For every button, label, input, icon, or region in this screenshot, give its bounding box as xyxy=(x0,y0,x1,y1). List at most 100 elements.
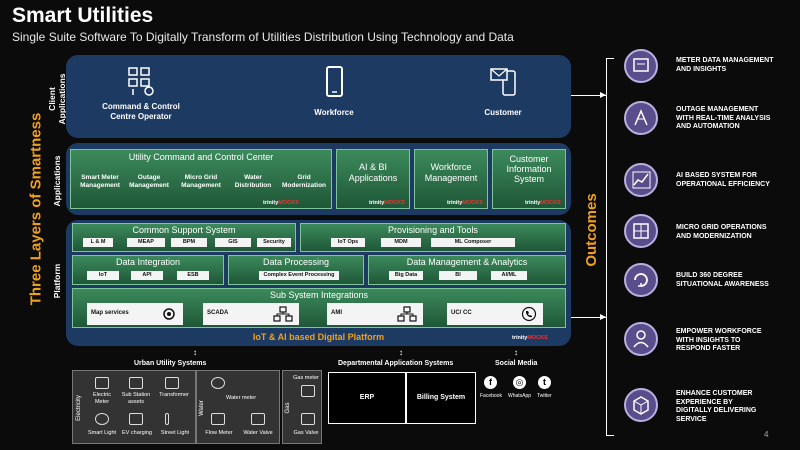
up-down-arrow-icon: ↕ xyxy=(514,348,518,357)
water-meter-icon xyxy=(211,377,225,389)
ucc-item: Water Distribution xyxy=(234,174,272,189)
grid-icon xyxy=(624,214,658,248)
social-title: Social Media xyxy=(495,360,538,367)
departmental-title: Departmental Application Systems xyxy=(338,360,454,367)
arrow-head-icon xyxy=(600,92,606,98)
chip-gis: GIS xyxy=(215,238,251,247)
client-applications-label: Client Applications xyxy=(47,73,67,125)
chip-meap: MEAP xyxy=(127,238,165,247)
water-valve-icon xyxy=(251,413,265,425)
chip-ml-composer: ML Composer xyxy=(431,238,515,247)
outcomes-bracket xyxy=(606,58,614,436)
platform-label: Platform xyxy=(52,263,62,299)
chip-bi: BI xyxy=(439,271,477,280)
electricity-box: Electricity Electric Meter Sub Station a… xyxy=(72,370,196,444)
subsystem-box: Sub System Integrations Map services SCA… xyxy=(72,288,566,328)
client-app-command-control: Command & Control Centre Operator xyxy=(96,65,186,122)
arrow-head-icon xyxy=(600,314,606,320)
up-down-arrow-icon: ↕ xyxy=(399,348,403,357)
client-outcome-connector xyxy=(571,95,606,96)
street-light-icon xyxy=(165,413,169,425)
network-icon xyxy=(273,306,293,322)
ucc-box: Utility Command and Control Center Smart… xyxy=(70,149,332,209)
outage-icon xyxy=(624,101,658,135)
ucc-item: Outage Management xyxy=(129,174,169,189)
outcome-text: BUILD 360 DEGREE SITUATIONAL AWARENESS xyxy=(676,272,769,288)
three-layers-label: Three Layers of Smartness xyxy=(27,112,45,306)
gas-meter-icon xyxy=(301,385,315,397)
twitter-icon: t xyxy=(538,376,551,389)
control-panel-icon xyxy=(128,67,154,96)
subsystem-ami: AMI xyxy=(327,303,423,325)
ucc-item: Smart Meter Management xyxy=(80,174,120,189)
ucc-item: Micro Grid Management xyxy=(181,174,221,189)
ai-chart-icon xyxy=(624,163,658,197)
page-title: Smart Utilities xyxy=(12,4,154,27)
outcome-text: MICRO GRID OPERATIONS AND MODERNIZATION xyxy=(676,224,767,240)
applications-label: Applications xyxy=(52,155,62,207)
whatsapp-icon: ◎ xyxy=(513,376,526,389)
meter-icon xyxy=(95,377,109,389)
applications-panel: Utility Command and Control Center Smart… xyxy=(66,143,571,215)
cis-box: Customer Information System trinityMOCKS xyxy=(492,149,566,209)
outcome-text: OUTAGE MANAGEMENT WITH REAL-TIME ANALYSI… xyxy=(676,106,771,130)
mobile-phone-icon xyxy=(326,66,343,97)
outcome-text: EMPOWER WORKFORCE WITH INSIGHTS TO RESPO… xyxy=(676,328,762,352)
trinity-logo: trinityMOCKS xyxy=(447,200,483,206)
provisioning-box: Provisioning and Tools IoT Ops MDM ML Co… xyxy=(300,223,566,252)
network-icon xyxy=(397,306,417,322)
ucc-title: Utility Command and Control Center xyxy=(128,152,274,162)
facebook-icon: f xyxy=(484,376,497,389)
transformer-icon xyxy=(165,377,179,389)
client-applications-panel: Command & Control Centre Operator Workfo… xyxy=(66,55,571,138)
common-support-box: Common Support System L & M MEAP BPM GIS… xyxy=(72,223,296,252)
data-integration-box: Data Integration IoT API ESB xyxy=(72,255,224,285)
data-processing-box: Data Processing Complex Event Processing xyxy=(228,255,364,285)
outcome-text: METER DATA MANAGEMENT AND INSIGHTS xyxy=(676,57,774,73)
page-number: 4 xyxy=(764,430,769,439)
trinity-logo: trinityMOCKS xyxy=(263,200,299,206)
outcome-text: AI BASED SYSTEM FOR OPERATIONAL EFFICIEN… xyxy=(676,172,770,188)
trinity-logo: trinityMOCKS xyxy=(369,200,405,206)
worker-icon xyxy=(624,322,658,356)
chip-lm: L & M xyxy=(83,238,113,247)
urban-title: Urban Utility Systems xyxy=(134,360,207,367)
gas-box: Gas Gas meter Gas Valve xyxy=(282,370,322,444)
chip-api: API xyxy=(131,271,163,280)
chip-iot-ops: IoT Ops xyxy=(331,238,365,247)
chip-iot: IoT xyxy=(87,271,119,280)
refresh-icon xyxy=(624,263,658,297)
ev-charger-icon xyxy=(129,413,143,425)
client-app-workforce: Workforce xyxy=(294,65,374,118)
flow-meter-icon xyxy=(211,413,225,425)
client-app-customer: Customer xyxy=(458,65,548,118)
outcomes-label: Outcomes xyxy=(583,193,600,267)
substation-icon xyxy=(129,377,143,389)
workforce-management-box: Workforce Management trinityMOCKS xyxy=(414,149,488,209)
subsystem-scada: SCADA xyxy=(203,303,299,325)
platform-panel: Common Support System L & M MEAP BPM GIS… xyxy=(66,220,571,346)
billing-system-box: Billing System xyxy=(406,372,476,424)
chip-bpm: BPM xyxy=(171,238,207,247)
platform-outcome-connector xyxy=(571,317,606,318)
chip-ai-ml: AI/ML xyxy=(491,271,527,280)
page-subtitle: Single Suite Software To Digitally Trans… xyxy=(12,30,514,44)
chip-esb: ESB xyxy=(177,271,209,280)
platform-footer-label: IoT & AI based Digital Platform xyxy=(252,332,385,342)
trinity-logo: trinityMOCKS xyxy=(512,335,548,341)
meter-icon xyxy=(624,49,658,83)
data-management-box: Data Management & Analytics Big Data BI … xyxy=(368,255,566,285)
subsystem-map-services: Map services xyxy=(87,303,183,325)
erp-box: ERP xyxy=(328,372,406,424)
chip-big-data: Big Data xyxy=(389,271,423,280)
ai-bi-box: AI & BI Applications trinityMOCKS xyxy=(336,149,410,209)
up-down-arrow-icon: ↕ xyxy=(193,348,197,357)
chip-security: Security xyxy=(257,238,291,247)
chip-mdm: MDM xyxy=(381,238,421,247)
outcome-text: ENHANCE CUSTOMER EXPERIENCE BY DIGITALLY… xyxy=(676,390,757,423)
chip-cep: Complex Event Processing xyxy=(259,271,339,280)
phone-icon xyxy=(521,306,537,322)
ucc-item: Grid Modernization xyxy=(281,174,327,189)
box-icon xyxy=(624,388,658,422)
